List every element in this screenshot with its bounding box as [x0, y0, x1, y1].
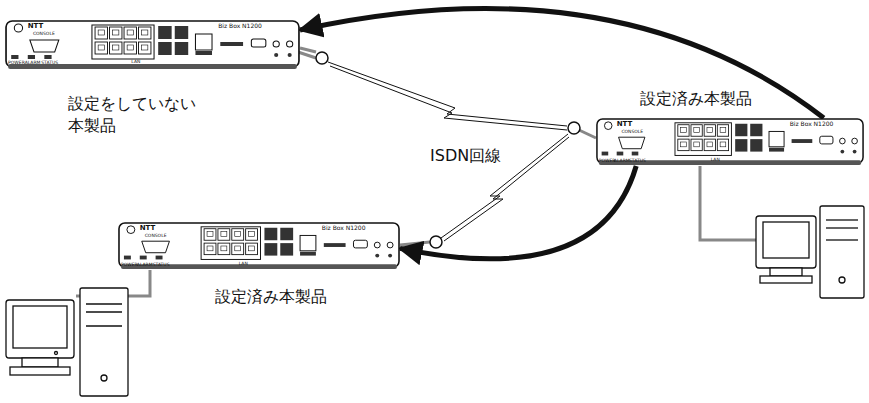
- router-device: 設定済み本製品NTTCONSOLEPOWERALARMSTATUSLANBiz …: [118, 222, 400, 270]
- computer: [756, 206, 864, 298]
- panel-marking: NTT: [617, 121, 633, 128]
- panel-marking: NTT: [28, 23, 44, 30]
- panel-marking: LAN: [239, 262, 248, 267]
- device-caption: 設定済み本製品: [215, 286, 327, 308]
- computer: [6, 288, 128, 396]
- panel-marking: LAN: [711, 158, 720, 163]
- line-terminal: [316, 52, 328, 64]
- cable: [700, 166, 756, 240]
- panel-marking: Biz Box N1200: [322, 225, 366, 231]
- panel-marking: ALARM: [137, 263, 153, 268]
- panel-marking: STATUS: [629, 159, 646, 164]
- panel-marking: Biz Box N1200: [790, 121, 834, 127]
- line-label: ISDN回線: [428, 146, 503, 167]
- device-caption: 設定をしていない 本製品: [68, 93, 201, 136]
- panel-marking: STATUS: [153, 263, 170, 268]
- panel-marking: NTT: [140, 225, 156, 232]
- panel-marking: POWER: [599, 159, 616, 164]
- line-terminal: [430, 236, 442, 248]
- router-device: 設定をしていない 本製品NTTCONSOLEPOWERALARMSTATUSLA…: [5, 20, 300, 70]
- panel-marking: Biz Box N1200: [218, 23, 262, 29]
- panel-marking: POWER: [8, 61, 25, 66]
- panel-marking: POWER: [121, 263, 138, 268]
- setting-transfer-arrow: [400, 166, 636, 259]
- line-terminal: [568, 122, 580, 134]
- cable: [300, 48, 316, 52]
- panel-marking: CONSOLE: [621, 130, 643, 135]
- panel-marking: ALARM: [25, 61, 41, 66]
- panel-marking: ALARM: [614, 159, 630, 164]
- setting-transfer-arrow: [300, 9, 824, 118]
- cable: [400, 242, 430, 245]
- cable: [579, 130, 596, 138]
- device-caption: 設定済み本製品: [640, 88, 752, 110]
- panel-marking: LAN: [131, 60, 140, 65]
- panel-marking: STATUS: [41, 61, 58, 66]
- panel-marking: CONSOLE: [145, 234, 167, 239]
- panel-marking: CONSOLE: [33, 32, 55, 37]
- router-device: 設定済み本製品NTTCONSOLEPOWERALARMSTATUSLANBiz …: [596, 118, 864, 166]
